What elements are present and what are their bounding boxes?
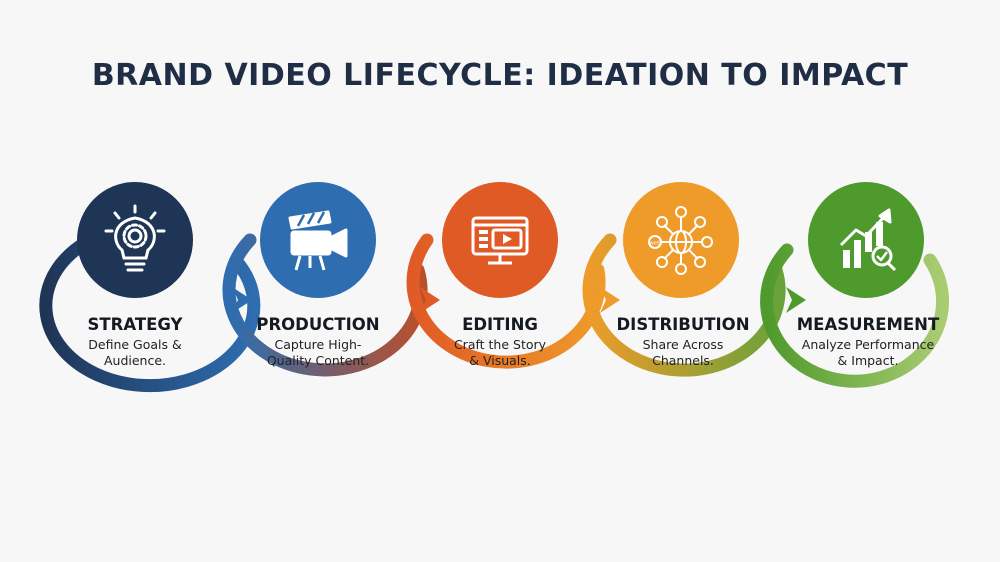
stage-icon-circles xyxy=(77,182,924,298)
social-network-globe-icon: web xyxy=(648,206,713,275)
stage-title-measurement: MEASUREMENT xyxy=(797,315,940,334)
stage-desc-strategy-1: Define Goals & xyxy=(88,337,182,352)
ring-production xyxy=(222,233,428,377)
page-title: BRAND VIDEO LIFECYCLE: IDEATION TO IMPAC… xyxy=(91,58,909,93)
stage-title-production: PRODUCTION xyxy=(256,315,379,334)
stage-desc-editing-1: Craft the Story xyxy=(454,337,547,352)
web-icon-label: web xyxy=(649,241,661,247)
stage-desc-strategy-2: Audience. xyxy=(104,353,166,368)
flow-arrows xyxy=(232,287,806,313)
stage-desc-production-1: Capture High- xyxy=(275,337,362,352)
video-editor-monitor-icon xyxy=(471,216,529,265)
stage-desc-editing-2: & Visuals. xyxy=(469,353,531,368)
stage-desc-distribution-2: Channels. xyxy=(652,353,714,368)
stage-desc-measurement-1: Analyze Performance xyxy=(802,337,935,352)
arrow-editing-to-distribution xyxy=(600,287,620,313)
editing-circle xyxy=(442,182,558,298)
stage-desc-production-2: Quality Content. xyxy=(267,353,369,368)
stage-title-strategy: STRATEGY xyxy=(88,315,184,334)
stage-desc-measurement-2: & Impact. xyxy=(838,353,899,368)
stage-title-editing: EDITING xyxy=(462,315,538,334)
lightbulb-gear-icon xyxy=(104,204,166,272)
arrow-strategy-to-production xyxy=(232,287,252,313)
strategy-circle xyxy=(77,182,193,298)
stage-labels: STRATEGY Define Goals & Audience. PRODUC… xyxy=(88,315,940,368)
clapperboard-camera-icon xyxy=(288,210,348,271)
arrow-production-to-editing xyxy=(420,287,440,313)
ring-measurement xyxy=(760,243,950,388)
growth-chart-magnifier-icon xyxy=(839,208,897,272)
stage-title-distribution: DISTRIBUTION xyxy=(616,315,749,334)
stage-desc-distribution-1: Share Across xyxy=(643,337,724,352)
distribution-circle xyxy=(623,182,739,298)
arrow-distribution-to-measurement xyxy=(786,287,806,313)
